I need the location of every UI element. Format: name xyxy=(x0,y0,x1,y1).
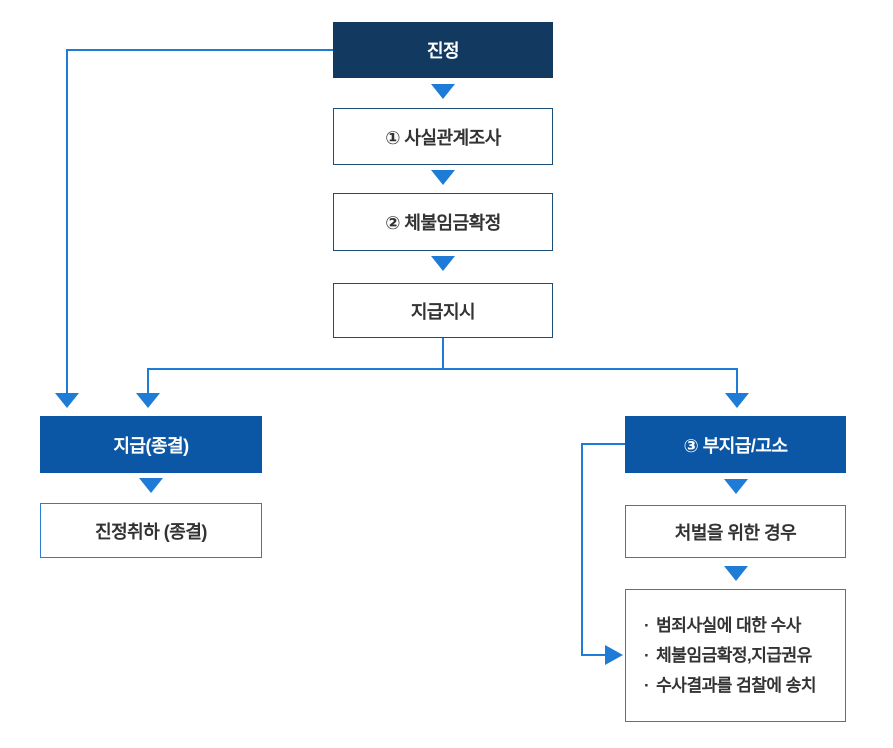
connector-line-payment-order-stem xyxy=(442,338,444,370)
connector-line-branch-horizontal xyxy=(147,368,738,370)
bullet-icon: · xyxy=(644,675,650,695)
arrow-down-icon xyxy=(431,84,455,99)
arrow-down-icon xyxy=(139,478,163,493)
arrow-down-icon xyxy=(431,256,455,271)
connector-line-nonpayment-elbow-vertical xyxy=(581,443,583,656)
list-item: · 수사결과를 검찰에 송치 xyxy=(644,671,817,701)
list-item-label: 체불임금확정,지급권유 xyxy=(656,645,812,665)
arrow-right-icon xyxy=(605,645,623,665)
connector-line-nonpayment-elbow-bottom xyxy=(581,654,607,656)
arrow-down-icon xyxy=(431,170,455,185)
node-complaint-withdrawal: 진정취하 (종결) xyxy=(40,503,262,558)
arrow-down-icon xyxy=(724,566,748,581)
node-nonpayment-accusation: ③ 부지급/고소 xyxy=(625,416,846,473)
arrow-down-icon xyxy=(55,393,79,408)
connector-line-nonpayment-elbow-top xyxy=(581,443,625,445)
node-payment-order: 지급지시 xyxy=(333,283,553,338)
node-punishment-case: 처벌을 위한 경우 xyxy=(625,505,846,558)
connector-line-branch-right-stem xyxy=(736,368,738,394)
node-wage-confirmation: ② 체불임금확정 xyxy=(333,193,553,251)
connector-line-complaint-to-closed-vertical xyxy=(66,49,68,394)
connector-line-branch-left-stem xyxy=(147,368,149,394)
node-payment-closed: 지급(종결) xyxy=(40,416,262,473)
node-complaint: 진정 xyxy=(333,22,553,78)
bullet-icon: · xyxy=(644,615,650,635)
list-item-label: 범죄사실에 대한 수사 xyxy=(656,615,801,635)
list-item: · 체불임금확정,지급권유 xyxy=(644,641,812,671)
list-item-label: 수사결과를 검찰에 송치 xyxy=(656,675,817,695)
bullet-icon: · xyxy=(644,645,650,665)
node-fact-investigation: ① 사실관계조사 xyxy=(333,108,553,165)
list-item: · 범죄사실에 대한 수사 xyxy=(644,611,801,641)
connector-line-complaint-to-closed-horizontal xyxy=(66,49,333,51)
arrow-down-icon xyxy=(724,479,748,494)
arrow-down-icon xyxy=(136,393,160,408)
arrow-down-icon xyxy=(725,393,749,408)
node-investigation-steps: · 범죄사실에 대한 수사 · 체불임금확정,지급권유 · 수사결과를 검찰에 … xyxy=(625,589,846,722)
